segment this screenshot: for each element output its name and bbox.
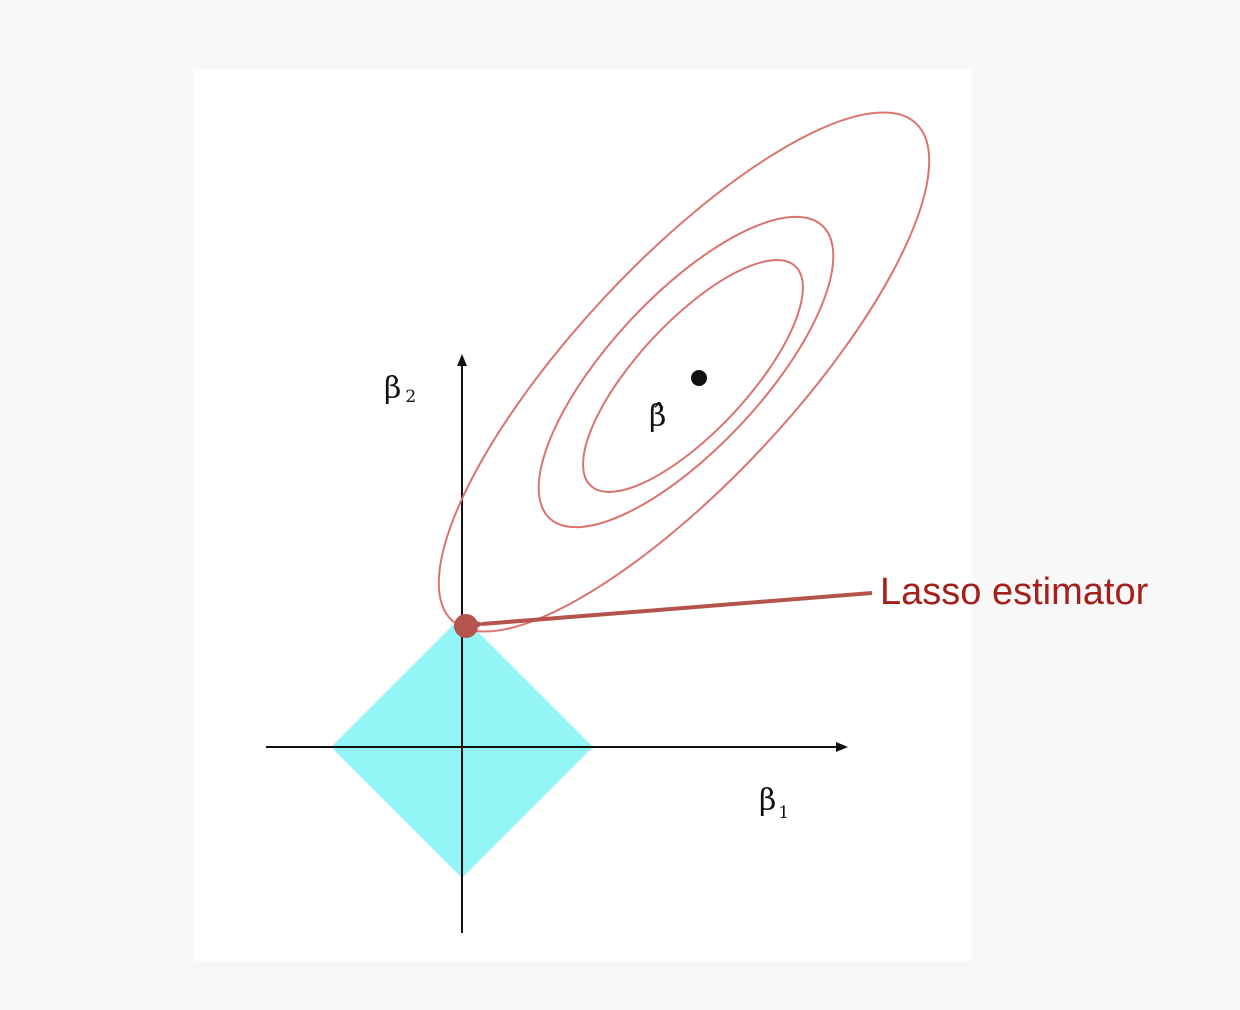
loss-contours — [437, 111, 931, 633]
ols-estimate-point — [691, 370, 707, 386]
figure-panel — [193, 69, 972, 961]
x-axis-label-subscript: 1 — [778, 803, 789, 823]
callout-arrow — [462, 591, 873, 635]
contour-ellipse-outer — [437, 111, 931, 633]
y-axis-label-symbol: β — [384, 371, 401, 406]
ols-estimate-label: β̂ — [649, 399, 666, 434]
y-axis-label-subscript: 2 — [405, 387, 416, 407]
x-axis-label-symbol: β — [759, 783, 776, 818]
contour-ellipse-inner — [582, 259, 804, 493]
contour-ellipse-middle — [537, 215, 835, 529]
lasso-estimator-point — [454, 614, 478, 638]
callout-label: Lasso estimator — [880, 571, 1149, 613]
